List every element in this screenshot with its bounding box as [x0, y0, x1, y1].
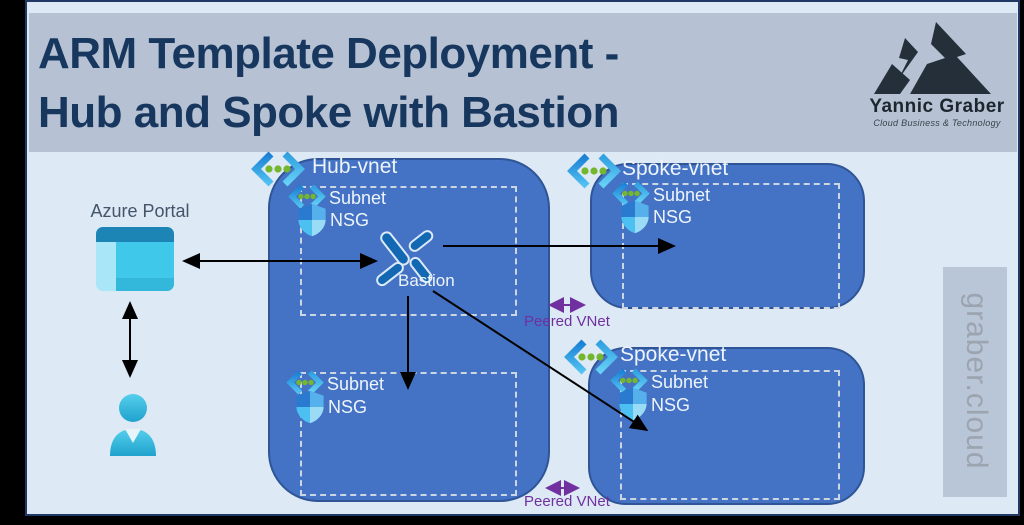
title-line-1: ARM Template Deployment -: [38, 29, 619, 78]
hub-vnet-label: Hub-vnet: [312, 155, 398, 178]
spoke-bottom-subnet-label: Subnet: [651, 372, 709, 392]
logo-name: Yannic Graber: [869, 96, 1005, 117]
watermark-band: [943, 267, 1007, 497]
spoke-bottom-subnet-boundary: [620, 370, 840, 500]
peered-vnet-top-label: Peered VNet: [524, 313, 610, 330]
hub-subnet-bottom-icon: [286, 370, 324, 395]
slide-title: ARM Template Deployment - Hub and Spoke …: [38, 24, 758, 142]
spoke-top-nsg-icon: [621, 200, 649, 234]
hub-nsg-bottom-icon: [296, 390, 324, 424]
hub-subnet-top-icon: [288, 184, 326, 209]
spoke-vnet-bottom-label: Spoke-vnet: [620, 343, 727, 366]
spoke-bottom-nsg-icon: [619, 387, 647, 421]
hub-nsg-bottom-label: NSG: [328, 397, 368, 417]
hub-nsg-top-label: NSG: [330, 210, 370, 230]
title-line-2: Hub and Spoke with Bastion: [38, 88, 620, 137]
mountain-icon: [874, 22, 991, 94]
spoke-top-subnet-icon: [612, 181, 650, 206]
spoke-top-subnet-label: Subnet: [653, 185, 711, 205]
azure-portal-label: Azure Portal: [90, 201, 190, 221]
bastion-label: Bastion: [398, 271, 455, 290]
spoke-vnet-top-label: Spoke-vnet: [622, 157, 729, 180]
bastion-icon: [376, 230, 434, 287]
hub-subnet-top-label: Subnet: [329, 188, 387, 208]
logo-tagline: Cloud Business & Technology: [873, 118, 1001, 128]
watermark-text: graber.cloud: [960, 292, 993, 470]
spoke-bottom-nsg-label: NSG: [651, 395, 691, 415]
spoke-top-nsg-label: NSG: [653, 207, 693, 227]
peered-vnet-bottom-label: Peered VNet: [524, 493, 610, 510]
user-icon: [110, 394, 156, 456]
azure-portal-icon: [96, 227, 174, 291]
hub-vnet-icon: [251, 151, 305, 187]
company-logo: Yannic Graber Cloud Business & Technolog…: [858, 18, 1016, 150]
hub-nsg-top-icon: [298, 203, 326, 237]
hub-subnet-bottom-label: Subnet: [327, 374, 385, 394]
spoke-top-vnet-icon: [567, 153, 621, 189]
header-band: [29, 13, 1017, 152]
